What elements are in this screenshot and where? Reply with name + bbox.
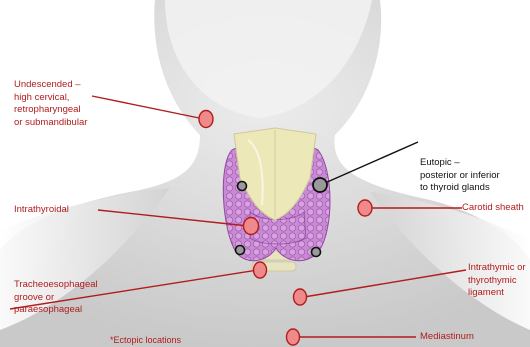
label-carotid-sheath: Carotid sheath bbox=[462, 202, 524, 215]
eutopic-marker-upper-right bbox=[313, 178, 327, 192]
label-intrathyroidal: Intrathyroidal bbox=[14, 204, 69, 217]
label-intrathymic: Intrathymic or thyrothymic ligament bbox=[468, 262, 526, 300]
footnote-ectopic: *Ectopic locations bbox=[110, 334, 181, 347]
label-mediastinum: Mediastinum bbox=[420, 331, 474, 344]
eutopic-marker-lower-right bbox=[312, 248, 321, 257]
eutopic-marker-upper-left bbox=[238, 182, 247, 191]
label-undescended: Undescended – high cervical, retropharyn… bbox=[14, 79, 87, 129]
label-tracheoesophageal: Tracheoesophageal groove or paraesophage… bbox=[14, 279, 98, 317]
eutopic-marker-lower-left bbox=[236, 246, 245, 255]
label-eutopic: Eutopic – posterior or inferior to thyro… bbox=[420, 157, 500, 195]
carotid-marker bbox=[358, 200, 372, 216]
intrathyroidal-marker bbox=[244, 218, 259, 235]
intrathymic-marker bbox=[294, 289, 307, 305]
tracheo-marker bbox=[254, 262, 267, 278]
undescended-marker bbox=[199, 111, 213, 128]
mediastinum-marker bbox=[287, 329, 300, 345]
